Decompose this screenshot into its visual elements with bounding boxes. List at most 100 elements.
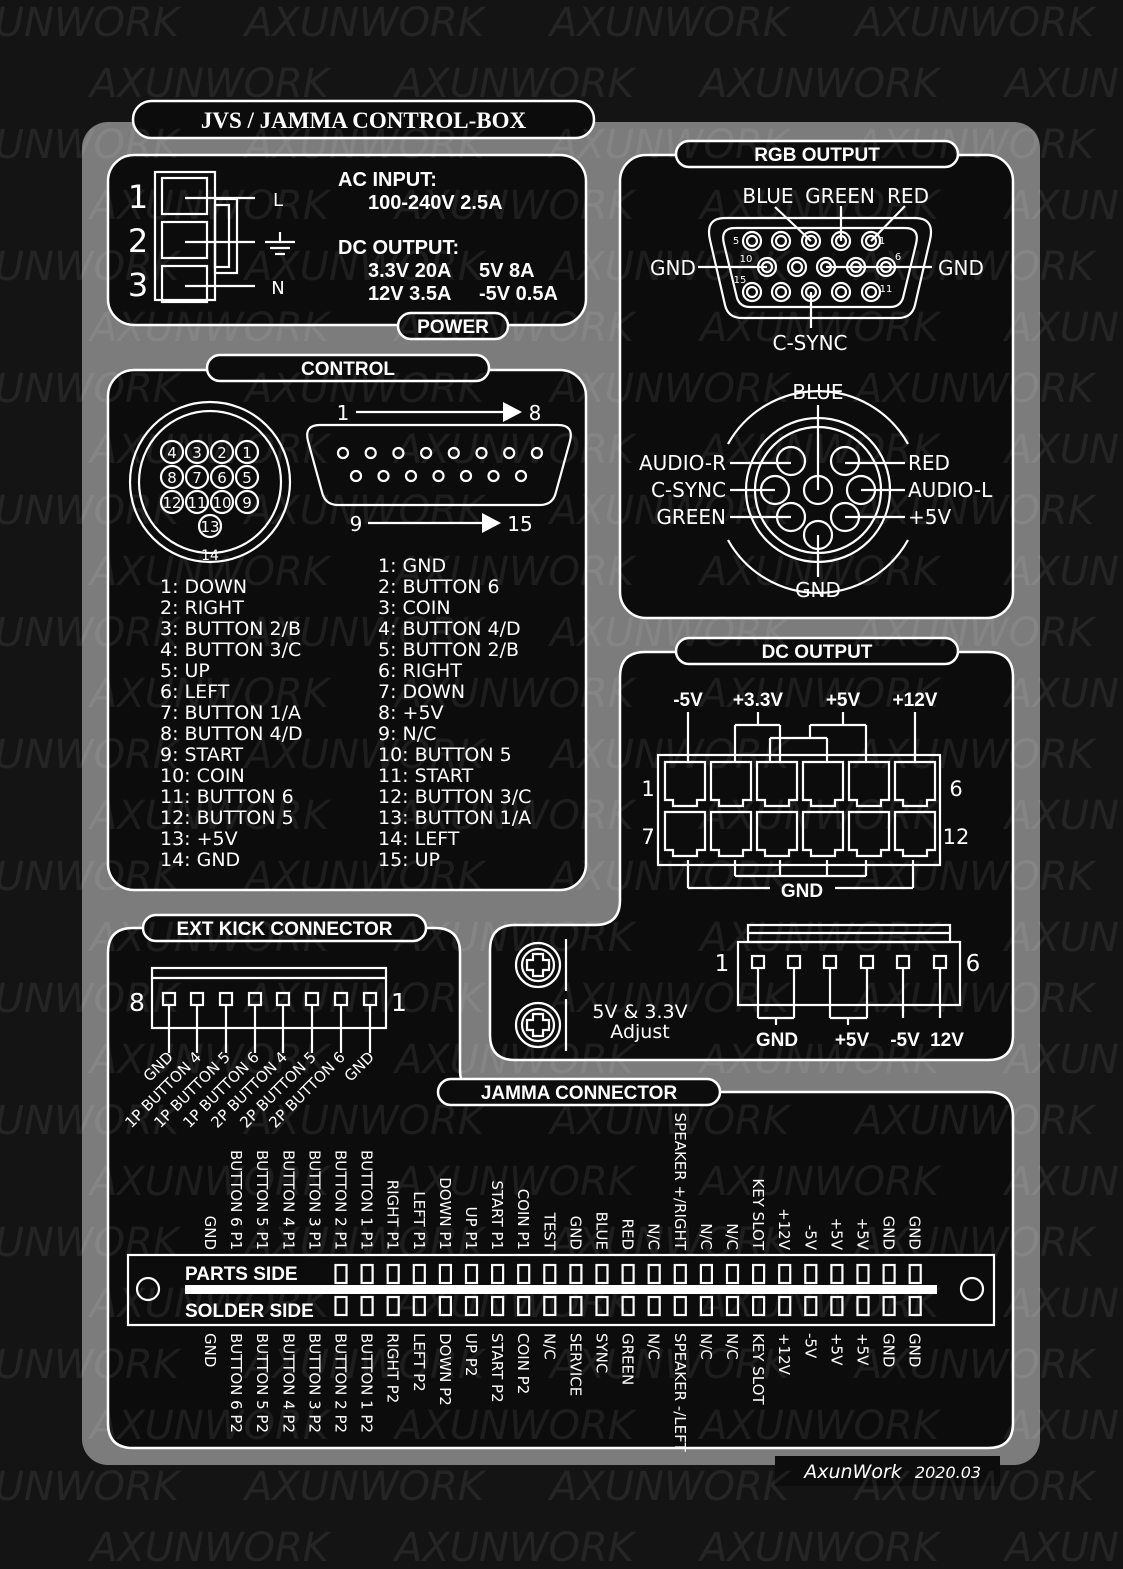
jamma-solder-label: SYNC	[593, 1333, 611, 1373]
jamma-parts-label: GND	[880, 1216, 898, 1250]
jamma-solder-label: N/C	[697, 1333, 715, 1360]
circular-pin-assignment: 10: COIN	[160, 765, 245, 787]
jamma-pin-parts	[882, 1263, 896, 1285]
watermark: AXUNWORK	[242, 366, 487, 412]
vga-pin-core	[864, 234, 878, 248]
dc-pin-number: 6	[949, 777, 962, 801]
jamma-solder-label: +5V	[854, 1333, 872, 1366]
watermark: AXUNWORK	[1002, 1159, 1123, 1205]
jamma-parts-label: GND	[906, 1216, 924, 1250]
din-left-label: GREEN	[656, 505, 726, 529]
db15-pin	[530, 446, 544, 460]
jamma-pin-parts	[699, 1263, 714, 1285]
small-pin-1: 1	[715, 951, 730, 977]
watermark: AXUNWORK	[1002, 305, 1123, 351]
jamma-pin-parts	[386, 1263, 400, 1285]
watermark: AXUNWORK	[1002, 1037, 1123, 1083]
label: 100-240V 2.5A	[368, 192, 503, 214]
jamma-parts-label: BLUE	[593, 1212, 611, 1250]
watermark: AXUNWORK	[852, 488, 1097, 534]
watermark: AXUNWORK	[0, 732, 182, 778]
watermark: AXUNWORK	[392, 305, 637, 351]
dc-connector-body	[656, 753, 942, 867]
din-pin	[775, 445, 807, 477]
jamma-pin-parts	[778, 1263, 792, 1285]
jamma-solder-label: N/C	[540, 1333, 558, 1360]
watermark: AXUNWORK	[1002, 1525, 1123, 1569]
circular-pin-assignment: 13: +5V	[160, 828, 238, 850]
watermark: AXUNWORK	[392, 61, 637, 107]
jamma-board-edge	[185, 1285, 937, 1294]
watermark: AXUNWORK	[0, 122, 182, 168]
watermark: AXUNWORK	[1002, 183, 1123, 229]
jamma-solder-label: SERVICE	[566, 1333, 584, 1396]
vga-pin-number: 1	[879, 236, 885, 247]
jamma-pin-parts	[360, 1263, 374, 1285]
jamma-pin-solder	[438, 1295, 452, 1317]
watermark: AXUNWORK	[87, 427, 332, 473]
db15-pin-assignment: 7: DOWN	[378, 681, 465, 703]
power-header-label: POWER	[417, 317, 489, 338]
jamma-parts-label: +12V	[775, 1208, 793, 1251]
ext-pin-8: 8	[129, 988, 145, 1017]
jamma-solder-label: +12V	[775, 1333, 793, 1376]
brand-logo: AxunWork	[802, 1461, 903, 1483]
dc-pin-box	[893, 760, 937, 808]
db15-pin	[336, 446, 350, 460]
db15-pin-assignment: 14: LEFT	[378, 828, 460, 850]
jamma-solder-label: GREEN	[619, 1333, 637, 1385]
dc-gnd-label: GND	[781, 881, 823, 902]
mount-hole	[135, 1276, 161, 1302]
watermark: AXUNWORK	[1002, 793, 1123, 839]
jamma-pin-parts	[438, 1263, 452, 1285]
dc-pin-box	[709, 810, 753, 858]
watermark: AXUNWORK	[242, 1220, 487, 1266]
arrow-icon	[482, 513, 501, 533]
vga-pin-number: 10	[740, 254, 753, 265]
jamma-parts-label: SPEAKER +/RIGHT	[671, 1113, 689, 1251]
dc-pin-box	[663, 760, 707, 808]
jamma-pin-parts	[595, 1263, 609, 1285]
jamma-solder-label: BUTTON 1 P2	[358, 1333, 376, 1433]
jamma-solder-label: SPEAKER -/LEFT	[671, 1333, 689, 1452]
db15-pin	[475, 446, 488, 460]
jamma-pin-parts	[517, 1263, 531, 1285]
jamma-pin-solder	[543, 1295, 557, 1317]
watermark: AXUNWORK	[392, 1159, 637, 1205]
circular-pin-number: 10	[212, 494, 231, 512]
jamma-parts-label: BUTTON 2 P1	[332, 1150, 350, 1250]
jamma-parts-label: DOWN P1	[436, 1177, 454, 1250]
vga-gnd-right-label: GND	[938, 256, 984, 280]
parts-side-label: PARTS SIDE	[185, 1264, 298, 1285]
watermark: AXUNWORK	[392, 427, 637, 473]
vga-pin-core	[864, 285, 878, 299]
vga-pin	[800, 230, 822, 252]
watermark: AXUNWORK	[547, 0, 792, 46]
circular-pin-number: 1	[242, 444, 252, 462]
watermark: AXUNWORK	[0, 976, 182, 1022]
dc-pin-box	[755, 810, 799, 858]
jamma-solder-label: COIN P2	[514, 1333, 532, 1394]
watermark: AXUNWORK	[547, 122, 792, 168]
jamma-pin-solder	[621, 1295, 635, 1317]
ext-kick-body	[150, 966, 388, 1030]
db15-pin-assignment: 6: RIGHT	[378, 660, 462, 682]
small-connector-body	[736, 940, 962, 1007]
jamma-parts-label: COIN P1	[514, 1189, 532, 1250]
dc-output-header-label: DC OUTPUT	[762, 642, 873, 663]
power-pin-number: 1	[128, 178, 148, 216]
db15-pin	[349, 469, 363, 483]
small-pin-6: 6	[966, 951, 981, 977]
jamma-parts-label: BUTTON 4 P1	[279, 1150, 297, 1250]
watermark: AXUNWORK	[852, 366, 1097, 412]
watermark: AXUNWORK	[697, 793, 942, 839]
watermark: AXUNWORK	[852, 1098, 1097, 1144]
circular-pin-assignment: 1: DOWN	[160, 576, 247, 598]
db15-pin	[447, 446, 460, 460]
watermark: AXUNWORK	[547, 488, 792, 534]
watermark: AXUNWORK	[852, 1342, 1097, 1388]
dc-voltage-label: +12V	[893, 690, 938, 711]
db15-pin	[377, 469, 390, 483]
watermark: AXUNWORK	[697, 61, 942, 107]
